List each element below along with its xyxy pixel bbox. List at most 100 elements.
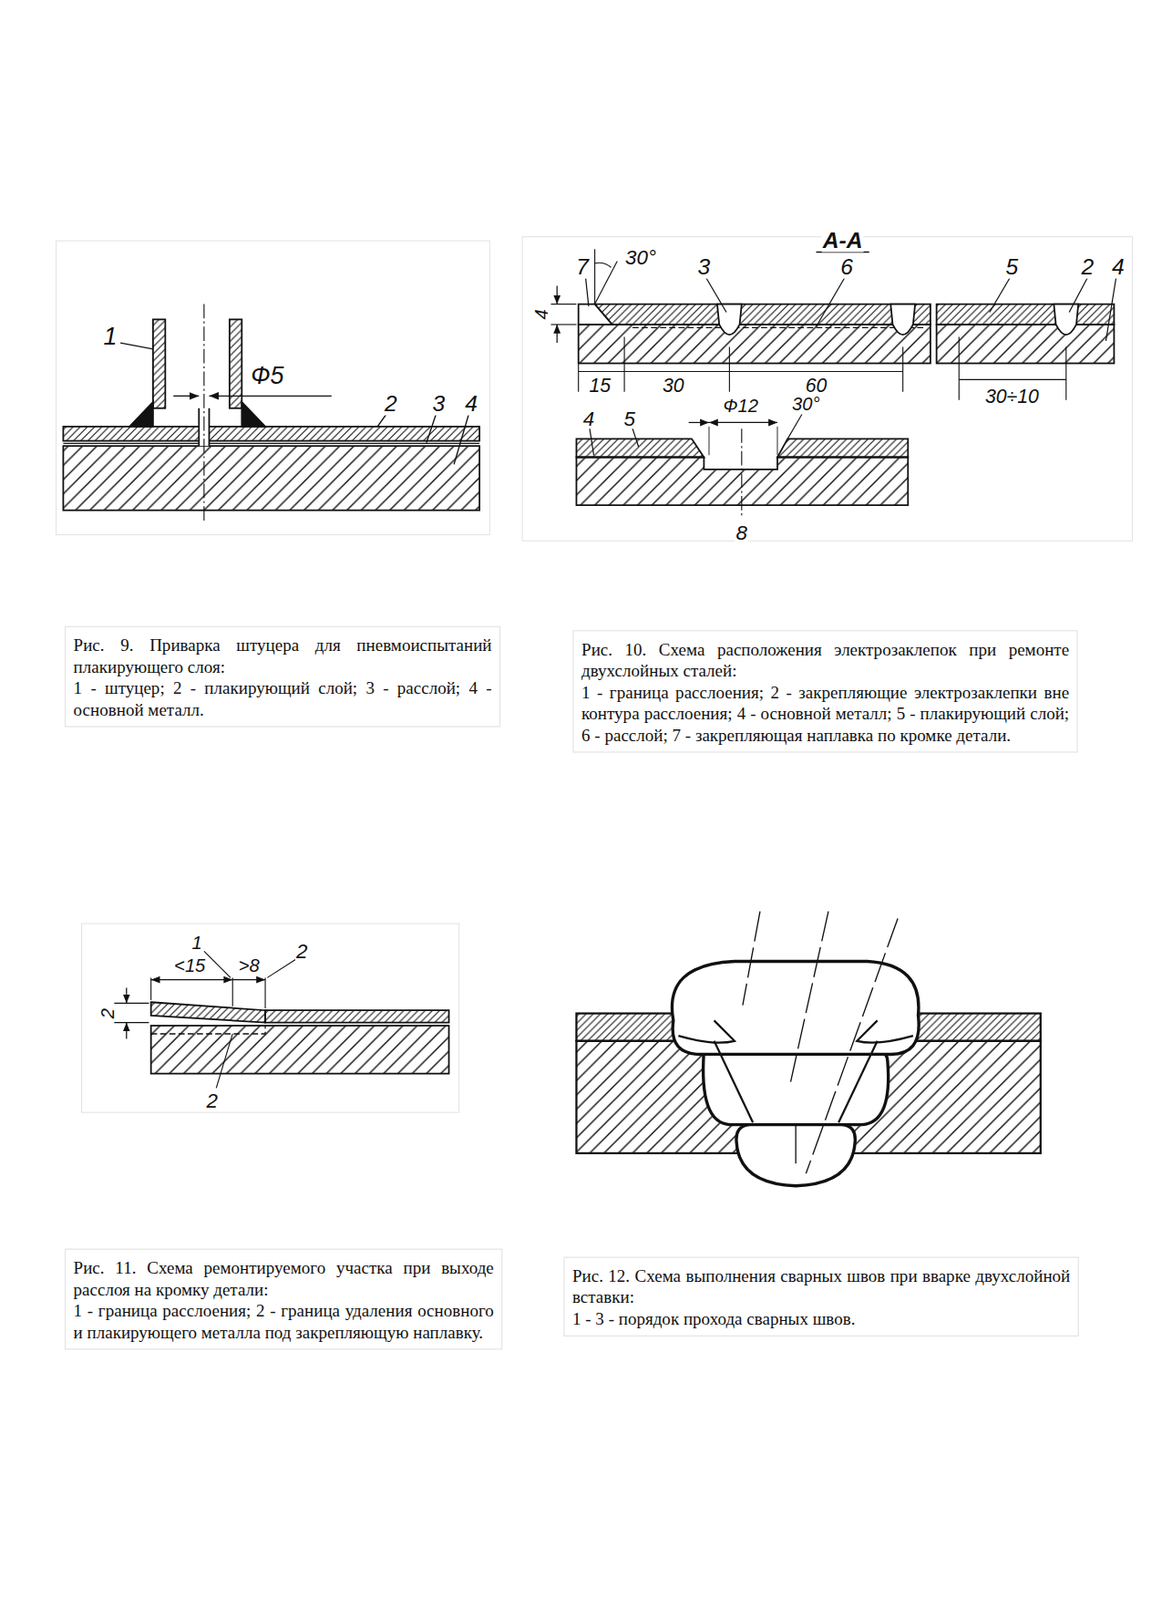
fig12-drawing: [575, 911, 1040, 1186]
fig10-drawing-part: [595, 261, 618, 305]
fig9-drawing-part: [426, 411, 437, 443]
fig12-drawing-part: [742, 911, 761, 1006]
fig10-drawing-part: [958, 336, 960, 400]
fig10-drawing-part: [936, 304, 1115, 325]
callout-number: 3: [431, 392, 446, 416]
fig11-drawing-part: [151, 1001, 266, 1022]
fig10-drawing-part: [709, 421, 778, 423]
callout-number: 6: [839, 256, 854, 279]
callout-number: 4: [463, 392, 479, 416]
fig10-drawing-part: [624, 336, 626, 391]
fig10-drawing-part: [595, 304, 931, 325]
callout-number: Ф5: [249, 363, 286, 389]
fig11-drawing-part: [113, 1021, 149, 1023]
fig12-drawing-part: [671, 960, 919, 1054]
figure-caption: 1 - граница расслоения; 2 - закрепляющие…: [581, 681, 1070, 747]
callout-number: 2: [1079, 256, 1095, 279]
figure-caption: 1 - 3 - порядок прохода сварных швов.: [572, 1307, 1070, 1330]
fig11-drawing-part: [215, 1033, 233, 1088]
caption-frame: [65, 1248, 503, 1349]
fig9-drawing-part: [62, 445, 480, 511]
fig10-drawing-part: [787, 413, 803, 439]
callout-number: 30÷10: [984, 386, 1040, 406]
callout-number: 2: [295, 940, 309, 961]
callout-number: 1: [102, 324, 118, 350]
fig9-drawing-part: [120, 342, 154, 350]
figure-caption: Рис. 10. Схема расположения электрозакле…: [581, 638, 1070, 682]
fig10-drawing-part: [550, 303, 576, 305]
section-mark: А-А: [822, 229, 864, 253]
fig10-drawing-part: [1105, 277, 1116, 340]
fig9-drawing-part: [203, 304, 205, 524]
fig10-drawing-part: [575, 456, 908, 505]
callout-number: <15: [173, 956, 206, 975]
fig12-drawing-part: [736, 1124, 855, 1186]
fig10-drawing-part: [740, 428, 742, 519]
fig10-drawing-part: [816, 277, 845, 327]
fig10-drawing-part: [776, 426, 778, 455]
callout-number: >8: [237, 956, 261, 975]
callout-number: 3: [696, 256, 711, 279]
fig10-drawing-part: [989, 277, 1010, 312]
callout-number: Ф12: [721, 396, 760, 415]
fig9-drawing: [56, 240, 491, 535]
fig11-drawing-part: [125, 987, 127, 1004]
fig9-drawing-part: [208, 408, 211, 446]
fig10-drawing-part: [594, 248, 596, 304]
fig11-drawing-part: [151, 978, 234, 980]
fig11-drawing-part: [113, 1002, 149, 1004]
fig11-drawing-part: [82, 923, 460, 1112]
fig10-drawing-part: [550, 323, 576, 325]
fig10-drawing-part: [575, 438, 704, 457]
callout-number: 1: [190, 933, 203, 952]
fig10-drawing-part: [556, 324, 558, 343]
fig10-drawing-part: [777, 438, 908, 457]
fig9-drawing-part: [197, 408, 200, 446]
fig12-drawing-part: [794, 1124, 796, 1164]
fig10-drawing-part: [706, 277, 727, 312]
fig11-drawing-part: [125, 1022, 127, 1039]
caption-frames: [65, 626, 1080, 1349]
fig10-drawing-part: [902, 347, 904, 392]
callout-number: 2: [99, 1007, 118, 1019]
fig10-drawing-part: [632, 327, 924, 329]
figure-caption: 1 - граница расслоения; 2 - граница удал…: [73, 1299, 494, 1343]
fig12-drawing-part: [714, 1040, 878, 1123]
fig11-drawing-part: [232, 976, 234, 1006]
fig10-drawing-part: [688, 421, 710, 423]
callout-number: 5: [622, 408, 637, 429]
fig11-drawing-part: [265, 1009, 449, 1022]
callout-number: 30: [661, 376, 686, 396]
fig10-drawing-part: [890, 304, 916, 336]
callout-number: 15: [587, 376, 612, 396]
figure-caption: Рис. 9. Приварка штуцера для пневмоиспыт…: [73, 634, 493, 678]
figure-caption: Рис. 11. Схема ремонтируемого участка пр…: [73, 1256, 494, 1300]
fig10-drawing-part: [556, 285, 558, 304]
fig10-drawing-part: [578, 370, 904, 372]
fig11-drawing-part: [150, 976, 152, 1000]
fig10-drawing-part: [729, 347, 731, 392]
callout-number: 30°: [791, 394, 822, 413]
fig11-drawing-part: [264, 976, 266, 1008]
fig10-drawing-part: [1065, 347, 1067, 401]
fig10-drawing-part: [1053, 304, 1079, 336]
figure-caption: Рис. 12. Схема выполнения сварных швов п…: [572, 1264, 1070, 1308]
fig9-drawing-part: [208, 395, 331, 397]
fig10-drawing-part: [577, 363, 579, 392]
fig10-drawing-part: [595, 262, 612, 268]
fig9-drawing-part: [62, 426, 480, 442]
figure-caption: 1 - штуцер; 2 - плакирующий слой; 3 - ра…: [73, 677, 493, 720]
caption-frame: [564, 1256, 1079, 1336]
callout-number: 2: [205, 1090, 219, 1111]
fig9-drawing-part: [241, 401, 266, 427]
callout-number: 8: [734, 522, 749, 543]
callout-number: 7: [575, 256, 590, 279]
fig10-drawing-part: [586, 277, 589, 306]
fig11-drawing-part: [151, 1025, 266, 1034]
fig10-drawing-part: [1069, 277, 1088, 312]
caption-frame: [573, 630, 1078, 752]
fig10-drawing-part: [522, 236, 1132, 542]
fig9-drawing-part: [62, 442, 480, 444]
